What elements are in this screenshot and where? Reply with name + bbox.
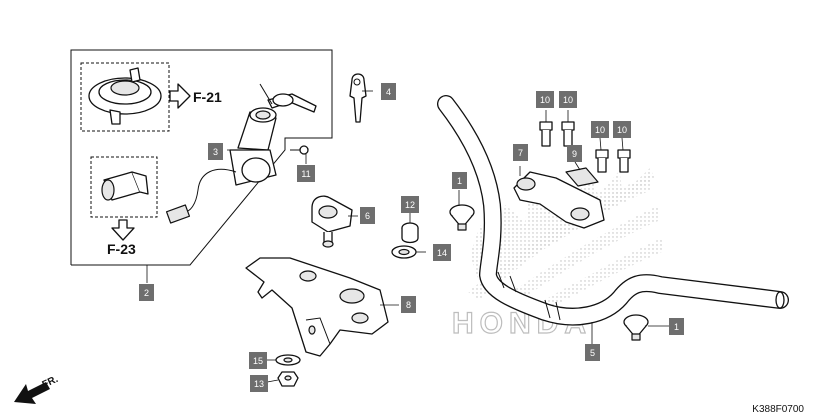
part-label-10-a[interactable]: 10	[536, 91, 554, 108]
cap-nut-12-icon	[401, 222, 419, 244]
svg-text:13: 13	[254, 379, 264, 389]
handlebar-holder-6-icon	[311, 195, 353, 248]
plate-9-icon	[565, 167, 599, 187]
reference-f23: F-23	[107, 241, 136, 257]
arrow-right-icon	[169, 83, 191, 109]
screw-11-icon	[290, 145, 309, 155]
svg-text:9: 9	[572, 149, 577, 159]
handlebar-5-icon	[437, 95, 789, 326]
svg-text:3: 3	[213, 147, 218, 157]
washer-15-icon	[275, 354, 301, 366]
part-label-14[interactable]: 14	[433, 244, 451, 261]
part-label-1-upper[interactable]: 1	[452, 172, 467, 189]
reference-f21: F-21	[193, 89, 222, 105]
svg-text:10: 10	[595, 125, 605, 135]
figure-code: K388F0700	[752, 404, 804, 415]
svg-text:5: 5	[590, 348, 595, 358]
fuel-cap-detail-box	[80, 62, 170, 132]
key-icon	[349, 73, 367, 123]
part-label-5[interactable]: 5	[585, 344, 600, 361]
front-direction-indicator: FR.	[14, 374, 60, 404]
part-label-13[interactable]: 13	[250, 375, 268, 392]
svg-text:1: 1	[674, 322, 679, 332]
part-label-12[interactable]: 12	[401, 196, 419, 213]
part-label-6[interactable]: 6	[360, 207, 375, 224]
bolt-10-b-icon	[561, 121, 575, 147]
fuel-cap-icon	[88, 67, 162, 125]
handlebar-holder-7-icon	[513, 171, 605, 229]
wire-clamp-lower-icon	[623, 314, 649, 341]
bolt-10-a-icon	[539, 121, 553, 147]
assembly-bracket-frame	[70, 49, 333, 266]
front-direction-label: FR.	[41, 374, 60, 391]
svg-text:8: 8	[406, 300, 411, 310]
svg-text:4: 4	[386, 87, 391, 97]
seat-lock-icon	[101, 171, 149, 201]
honda-wing-watermark: HONDA	[451, 168, 662, 341]
part-label-11[interactable]: 11	[297, 165, 315, 182]
part-label-15[interactable]: 15	[249, 352, 267, 369]
part-label-9[interactable]: 9	[567, 145, 582, 162]
part-label-10-b[interactable]: 10	[559, 91, 577, 108]
leader-lines	[146, 90, 669, 384]
svg-text:15: 15	[253, 356, 263, 366]
svg-text:10: 10	[617, 125, 627, 135]
svg-text:1: 1	[457, 176, 462, 186]
arrow-down-icon	[111, 219, 135, 241]
part-label-1-lower[interactable]: 1	[669, 318, 684, 335]
part-label-10-d[interactable]: 10	[613, 121, 631, 138]
bolt-10-d-icon	[617, 149, 631, 173]
svg-text:12: 12	[405, 200, 415, 210]
svg-text:10: 10	[540, 95, 550, 105]
nut-13-icon	[277, 371, 299, 387]
svg-text:10: 10	[563, 95, 573, 105]
part-label-2[interactable]: 2	[139, 284, 154, 301]
ignition-switch-icon	[165, 83, 317, 224]
svg-text:7: 7	[518, 148, 523, 158]
svg-text:11: 11	[301, 169, 310, 179]
arrow-front-icon	[14, 382, 50, 404]
wire-clamp-upper-icon	[449, 204, 475, 231]
svg-text:6: 6	[365, 211, 370, 221]
part-label-8[interactable]: 8	[401, 296, 416, 313]
top-bridge-8-icon	[245, 257, 389, 357]
svg-text:14: 14	[437, 248, 447, 258]
svg-text:2: 2	[144, 288, 149, 298]
washer-14-icon	[391, 245, 417, 259]
part-label-10-c[interactable]: 10	[591, 121, 609, 138]
seat-lock-detail-box	[90, 156, 158, 218]
part-label-3[interactable]: 3	[208, 143, 223, 160]
part-label-4[interactable]: 4	[381, 83, 396, 100]
bolt-10-c-icon	[595, 149, 609, 173]
part-label-7[interactable]: 7	[513, 144, 528, 161]
